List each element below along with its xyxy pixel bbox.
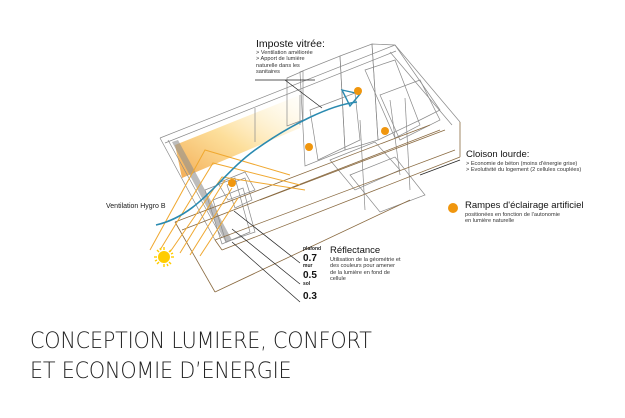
reflectance-name-sol: sol: [303, 280, 311, 287]
floor-slab: [174, 122, 461, 293]
imposte-line: > Apport de lumière: [256, 56, 305, 63]
imposte-line: sanitaires: [256, 69, 280, 76]
leader-lines: [231, 79, 461, 303]
reflectance-value-sol: 0.3: [303, 291, 317, 303]
reflectance-values: plafond 0.7 mur 0.5 sol 0.3: [303, 246, 322, 303]
sun-icon: [154, 247, 174, 267]
orange-dot-icon: [448, 203, 458, 213]
light-dot: [305, 143, 313, 151]
reflectance-line: des couleurs pour amener: [330, 263, 395, 270]
reflectance-line: cellule: [330, 276, 346, 283]
cloison-annotation: Cloison lourde: > Economie de béton (moi…: [466, 149, 582, 174]
imposte-line: naturelle dans les: [256, 62, 300, 69]
heading-line-1: CONCEPTION LUMIERE, CONFORT: [30, 328, 372, 354]
light-dot: [381, 127, 389, 135]
heading-line-2: ET ECONOMIE D’ENERGIE: [30, 358, 292, 384]
rampes-annotation: Rampes d'éclairage artificiel positionée…: [465, 200, 584, 225]
sun-rays: [149, 149, 306, 257]
reflectance-name-plafond: plafond: [303, 246, 322, 252]
rampes-line: en lumière naturelle: [465, 218, 515, 225]
rampes-line: positionées en fonction de l'autonomie: [465, 211, 560, 218]
daylight-glow: [175, 95, 300, 178]
reflectance-annotation: Réflectance Utilisation de la géométrie …: [330, 245, 401, 283]
cloison-line: > Evolutivité du logement (2 cellules co…: [466, 167, 582, 174]
light-dot: [228, 179, 236, 187]
reflectance-value-plafond: 0.7: [303, 252, 317, 264]
lighting-points: [228, 87, 389, 187]
light-dot: [354, 87, 362, 95]
imposte-line: > Ventilation améliorée: [256, 50, 313, 57]
wireframe-box: [159, 43, 461, 245]
rampes-title: Rampes d'éclairage artificiel: [465, 200, 584, 211]
cloison-title: Cloison lourde:: [466, 149, 530, 160]
reflectance-value-mur: 0.5: [303, 270, 317, 281]
imposte-annotation: Imposte vitrée: > Ventilation améliorée …: [256, 38, 325, 76]
reflectance-name-mur: mur: [303, 263, 313, 270]
facade-wall: [172, 140, 232, 243]
ventilation-flow-line: [155, 101, 358, 226]
reflectance-title: Réflectance: [330, 245, 381, 256]
imposte-title: Imposte vitrée:: [256, 38, 325, 50]
cloison-line: > Economie de béton (moins d'énergie gri…: [466, 160, 578, 167]
ventilation-label: Ventilation Hygro B: [106, 203, 166, 210]
reflectance-line: de la lumière en fond de: [330, 269, 391, 276]
ventilation-arrow-icon: [340, 88, 362, 108]
reflectance-line: Utilisation de la géométrie et: [330, 256, 401, 263]
